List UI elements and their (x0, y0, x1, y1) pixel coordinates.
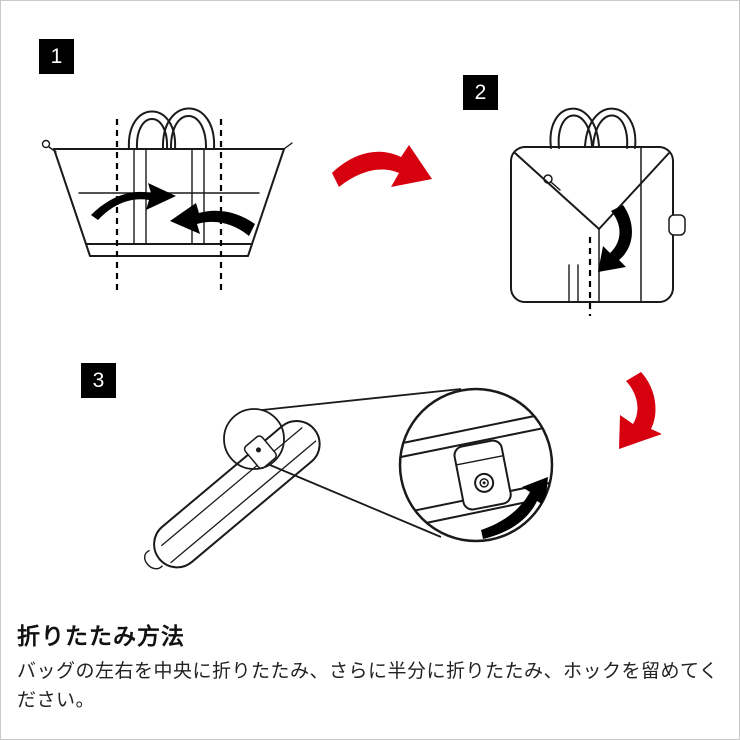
step-1-number: 1 (50, 44, 63, 68)
zipper-pull-icon (543, 174, 553, 184)
fold-left-arrow-icon (91, 183, 176, 220)
fold-right-arrow-icon (170, 203, 255, 236)
instructions-body: バッグの左右を中央に折りたたみ、さらに半分に折りたたみ、ホックを留めてください。 (17, 661, 719, 712)
half-fold-arrow-icon (598, 205, 632, 272)
step-3-badge: 3 (81, 363, 116, 398)
bag-folded-flat-illustration (143, 387, 554, 570)
snap-close-arrow-icon (481, 477, 548, 539)
snap-button-small-icon (255, 447, 261, 453)
side-tab-icon (668, 214, 686, 236)
zipper-pull-icon (41, 139, 51, 149)
bag-open-illustration (41, 107, 293, 290)
next-step-arrow-2-icon (619, 372, 661, 449)
step-3-number: 3 (92, 368, 105, 392)
snap-tab-small (243, 435, 277, 470)
instructions-heading: 折りたたみ方法 (17, 623, 185, 649)
handle-end-icon (143, 549, 163, 570)
magnifier-connector-bottom (269, 464, 442, 538)
bag-half-folded-illustration (510, 107, 686, 316)
flat-folded-bag (143, 420, 321, 570)
next-step-arrow-1-icon (332, 145, 432, 187)
step-2-number: 2 (474, 80, 487, 104)
snap-button-icon (474, 472, 495, 493)
magnifier-connector-top (261, 388, 462, 411)
step-2-badge: 2 (463, 75, 498, 110)
magnified-snap-detail (400, 410, 552, 539)
snap-highlight-circle (223, 408, 285, 470)
step-1-badge: 1 (39, 39, 74, 74)
